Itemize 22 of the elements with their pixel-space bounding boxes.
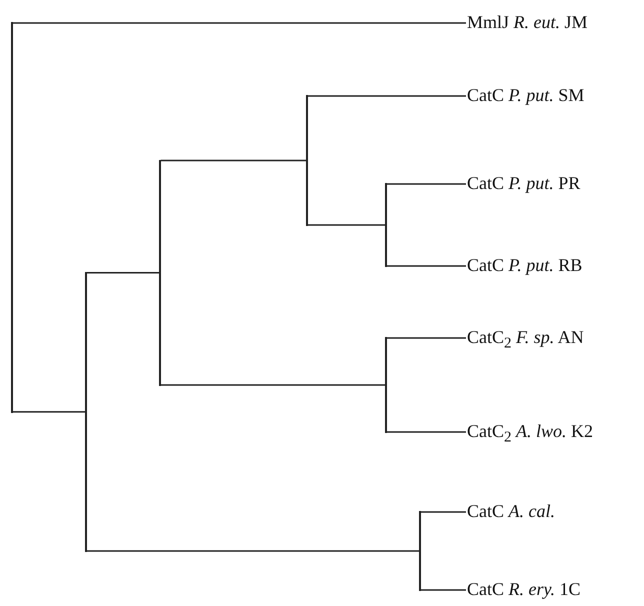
taxon-label: CatC P. put. RB — [467, 255, 582, 275]
branch-line — [160, 384, 386, 386]
taxon-label: CatC P. put. PR — [467, 173, 580, 193]
branch-line — [420, 511, 466, 513]
branch-line — [386, 337, 466, 339]
branch-line — [386, 431, 466, 433]
branch-line — [160, 160, 306, 162]
branch-line — [86, 272, 160, 274]
branch-line — [308, 224, 386, 226]
taxon-label: CatC$_{2}$ F. sp. AN — [467, 327, 584, 354]
taxon-label: CatC$_{2}$ A. lwo. K2 — [467, 421, 594, 448]
branch-line — [86, 550, 420, 552]
branch-line — [386, 265, 466, 267]
branch-line — [12, 22, 466, 24]
taxon-label: CatC A. cal. — [467, 501, 556, 521]
taxon-label: MmlJ R. eut. JM — [467, 12, 588, 32]
branch-line — [386, 183, 466, 185]
branch-line — [420, 589, 466, 591]
taxon-label: CatC R. ery. 1C — [467, 579, 581, 599]
taxon-label: CatC P. put. SM — [467, 85, 584, 105]
branch-line — [308, 95, 466, 97]
branch-line — [12, 411, 86, 413]
